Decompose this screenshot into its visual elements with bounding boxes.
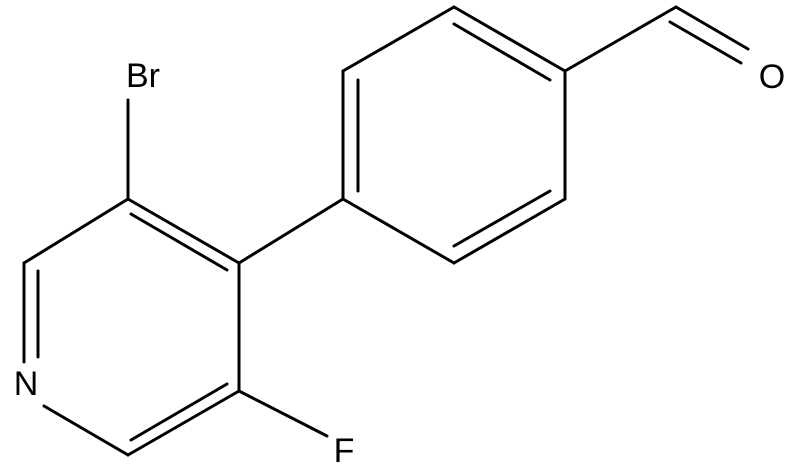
atom-label-oxygen: O — [759, 58, 785, 96]
bond-c1-c2 — [126, 389, 241, 457]
bond-c-o-inner — [668, 20, 743, 65]
bond-biaryl — [237, 197, 345, 265]
bond-b3-b4 — [452, 5, 567, 73]
bond-c5-c6 — [126, 197, 241, 265]
pyridine-ring — [22, 197, 241, 457]
bond-b5-b6-inner — [452, 189, 552, 248]
atom-label-nitrogen: N — [14, 365, 39, 403]
bond-c1-f — [237, 389, 329, 438]
aldehyde-group — [563, 5, 750, 73]
bond-c1-c2-inner — [129, 382, 229, 442]
bond-b5-b6 — [452, 197, 567, 265]
atom-label-fluorine: F — [334, 432, 355, 470]
bond-c4-c5 — [22, 197, 130, 265]
bond-ring-cho — [563, 5, 678, 73]
bond-b3-b4-inner — [452, 22, 552, 82]
benzene-ring — [341, 5, 567, 265]
atom-label-bromine: Br — [126, 57, 160, 95]
bond-c2-n — [42, 404, 130, 457]
bond-b2-b3 — [341, 5, 456, 73]
bond-c-o-outer — [674, 5, 750, 51]
bond-c5-c6-inner — [129, 212, 229, 272]
bond-b6-b1 — [341, 197, 456, 265]
